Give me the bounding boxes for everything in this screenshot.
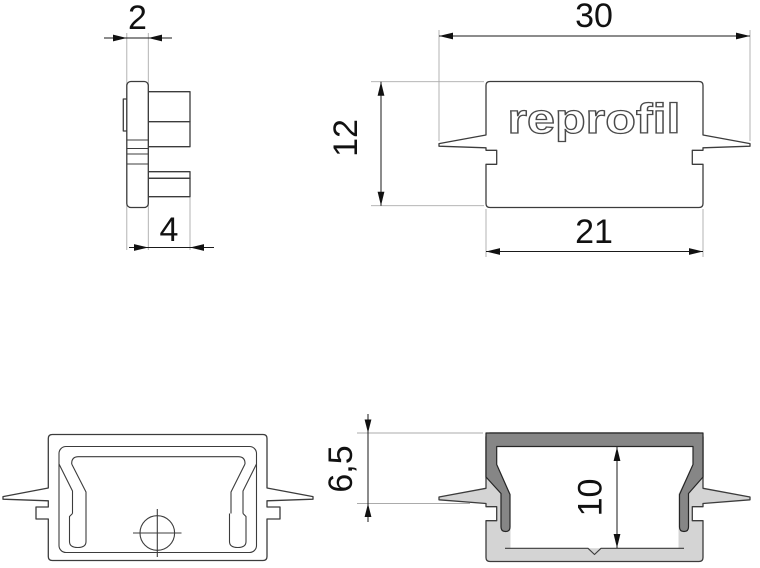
arrowhead: [613, 534, 621, 548]
arrowhead: [439, 32, 453, 40]
dim-label-thickness: 2: [128, 0, 147, 37]
arrowhead: [190, 244, 204, 251]
cap-plug-block: [147, 177, 191, 198]
dim-label-overall-width: 30: [575, 0, 613, 35]
endcap-front-silhouette: [438, 80, 751, 209]
arrowhead: [364, 503, 372, 517]
arrowhead: [113, 34, 127, 42]
dimension-height: 12: [327, 81, 385, 206]
dim-label-height: 12: [327, 119, 365, 157]
brand-logo: reprofil: [508, 95, 681, 142]
arrowhead: [377, 191, 385, 206]
arrowhead: [613, 447, 621, 461]
arrowhead: [689, 248, 703, 255]
cap-plug-block: [147, 91, 191, 123]
channel-leg-left-outer: [58, 463, 74, 514]
arrowhead: [134, 244, 149, 251]
arrowhead: [148, 34, 162, 42]
view-rear-endcap: [2, 433, 314, 562]
dimension-overall-width: 30: [439, 0, 750, 40]
channel-leg-left-inner: [71, 463, 87, 514]
cap-face-plate: [126, 80, 149, 209]
cap-plug-block: [147, 171, 191, 179]
dimension-depth: 4: [129, 211, 214, 251]
channel-leg-right-outer: [242, 463, 257, 514]
cap-plug-block: [147, 121, 191, 148]
view-section-profile: 6,5 10: [322, 414, 751, 563]
arrowhead: [486, 248, 500, 255]
channel-foot-left: [68, 513, 87, 549]
profile-cross-section: [485, 432, 704, 533]
arrowhead: [736, 32, 750, 40]
cavity-floor-line: [505, 547, 684, 556]
arrowhead: [364, 419, 372, 433]
arrowhead: [377, 81, 385, 96]
endcap-rear-silhouette: [2, 433, 314, 562]
view-side-endcap: 2 4: [104, 0, 214, 251]
dim-label-depth: 4: [160, 211, 179, 249]
dimension-thickness: 2: [104, 0, 172, 42]
dimension-body-width: 21: [486, 213, 703, 255]
dimension-inner-height: 10: [572, 447, 621, 548]
channel-leg-right-inner: [230, 463, 246, 514]
cavity-interior: [496, 446, 693, 549]
dimension-recess-height: 6,5: [322, 414, 372, 522]
dim-label-body-width: 21: [575, 213, 613, 251]
dim-label-recess-height: 6,5: [322, 445, 360, 492]
channel-foot-right: [228, 513, 247, 549]
view-front-endcap: reprofil 30 12 21: [327, 0, 751, 257]
dim-label-inner-height: 10: [572, 479, 610, 517]
channel-cavity-top: [71, 456, 246, 465]
